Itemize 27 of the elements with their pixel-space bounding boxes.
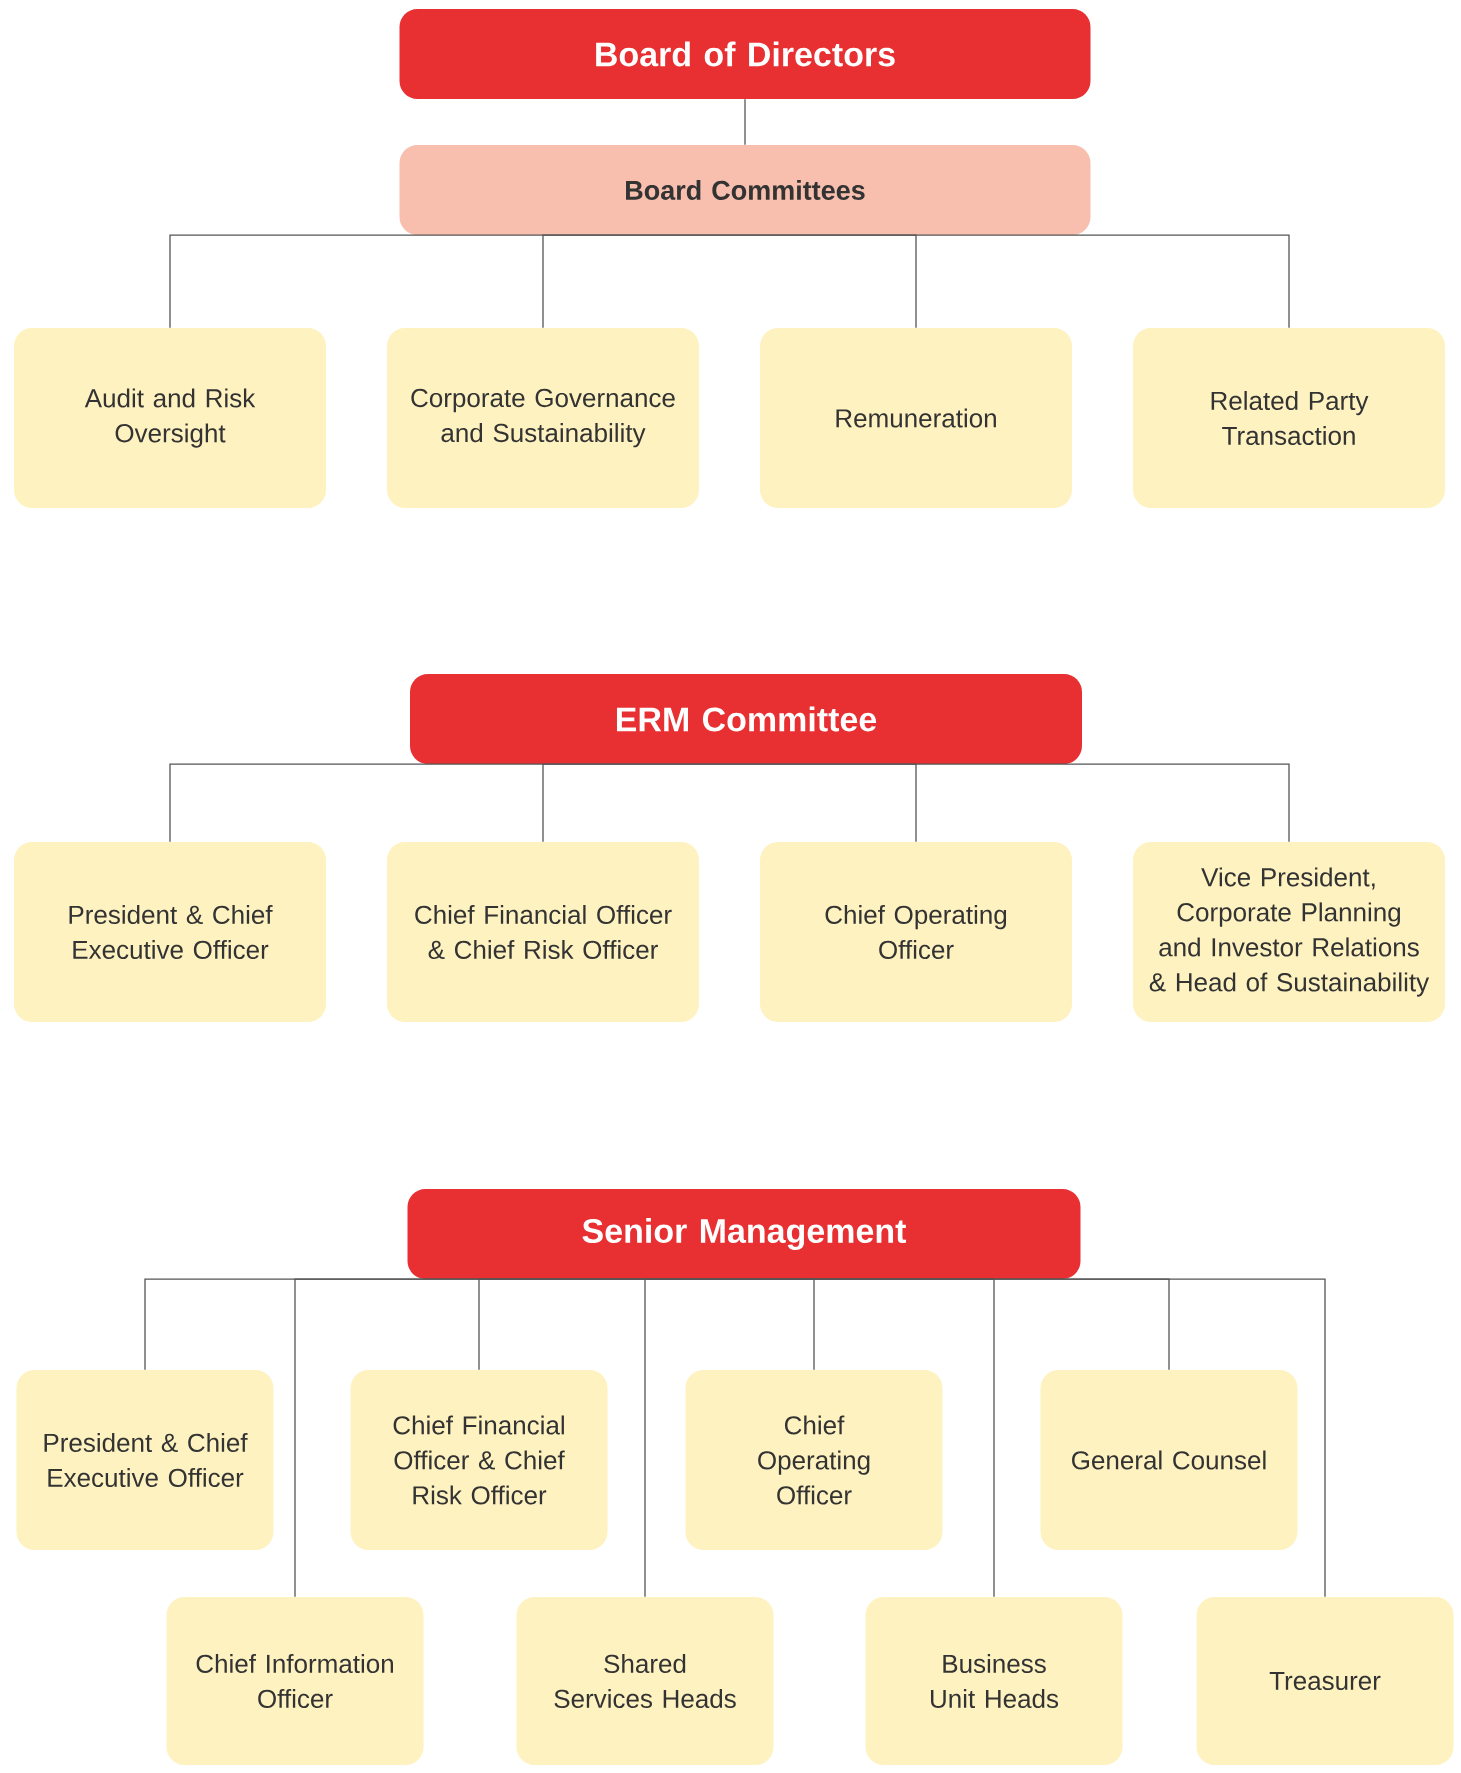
role-box: Shared Services Heads [516, 1597, 774, 1765]
connector-line [744, 234, 1290, 329]
role-box: President & Chief Executive Officer [14, 842, 326, 1022]
connector-line [644, 1278, 745, 1598]
role-box: General Counsel [1040, 1370, 1298, 1550]
connector-line [542, 763, 747, 843]
connector-line [743, 1278, 1326, 1598]
role-box: President & Chief Executive Officer [16, 1370, 274, 1550]
role-box: Related Party Transaction [1133, 328, 1445, 508]
role-box: Chief Information Officer [166, 1597, 424, 1765]
role-box: Chief Financial Officer & Chief Risk Officer [387, 842, 699, 1022]
role-box: Treasurer [1196, 1597, 1454, 1765]
committee-header-box: Board Committees [399, 145, 1091, 235]
header-box: Senior Management [407, 1189, 1081, 1279]
role-box: Vice President, Corporate Planning and Investor Relations & Head of Sustainability [1133, 842, 1445, 1022]
header-box: Board of Directors [399, 9, 1091, 99]
role-box: Audit and Risk Oversight [14, 328, 326, 508]
role-box: Business Unit Heads [865, 1597, 1123, 1765]
header-box: ERM Committee [410, 674, 1082, 764]
role-box: Chief Financial Officer & Chief Risk Officer [350, 1370, 608, 1550]
role-box: Chief Operating Officer [760, 842, 1072, 1022]
role-box: Corporate Governance and Sustainability [387, 328, 699, 508]
role-box: Chief Operating Officer [685, 1370, 943, 1550]
connector-line [542, 234, 746, 329]
connector-line [745, 763, 1290, 843]
role-box: Remuneration [760, 328, 1072, 508]
connector-line [744, 98, 746, 146]
